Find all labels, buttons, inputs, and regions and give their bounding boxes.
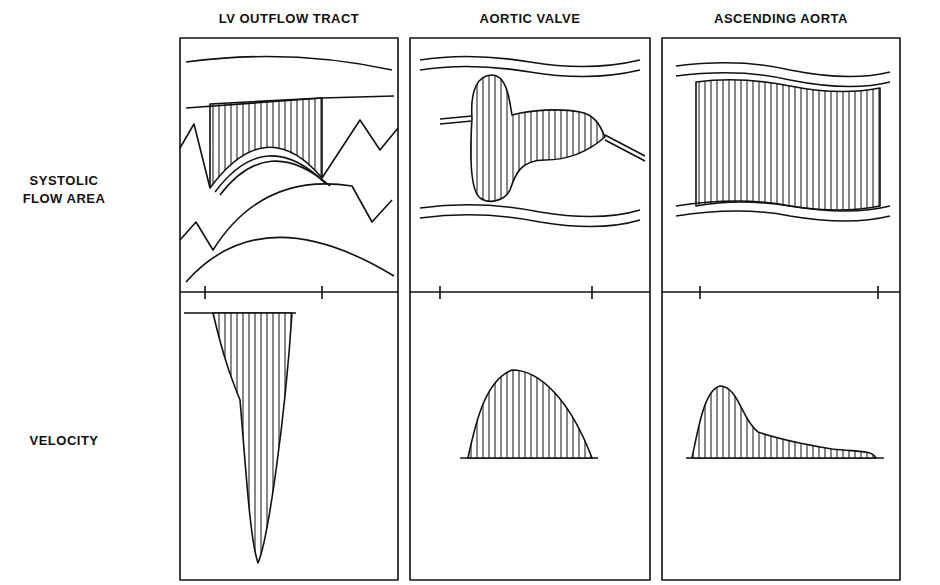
row-heading: SYSTOLIC FLOW AREA	[14, 172, 114, 207]
column-heading: LV OUTFLOW TRACT	[180, 10, 398, 28]
column-heading: ASCENDING AORTA	[662, 10, 900, 28]
row-heading: VELOCITY	[8, 432, 120, 450]
column-heading: AORTIC VALVE	[410, 10, 650, 28]
